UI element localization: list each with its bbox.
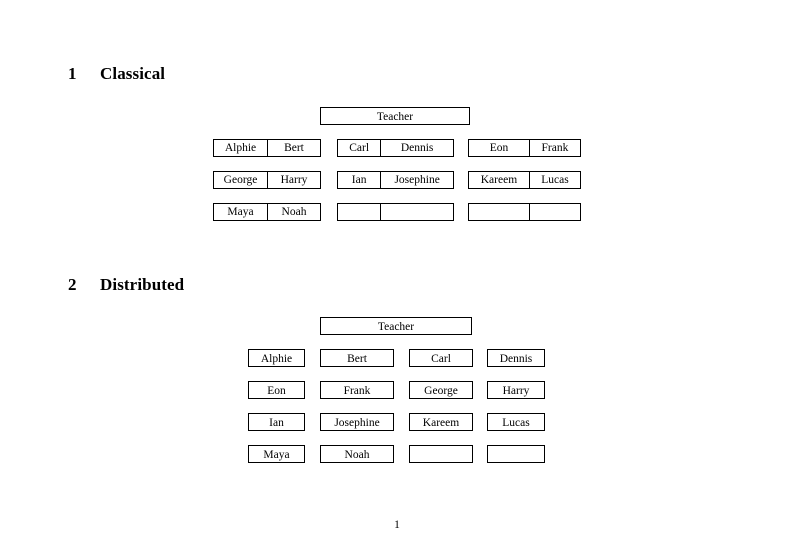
student-box: George xyxy=(409,381,473,399)
student-box: Carl xyxy=(409,349,473,367)
student-cell: Maya xyxy=(227,206,254,218)
section-title: Distributed xyxy=(100,275,185,294)
classical-group-1-row-2: George Harry xyxy=(213,171,321,189)
student-box-empty xyxy=(487,445,545,463)
teacher-box-classical: Teacher xyxy=(320,107,470,125)
student-box: Noah xyxy=(320,445,394,463)
student-box: Harry xyxy=(487,381,545,399)
student-cell-empty xyxy=(528,204,580,220)
student-cell: Kareem xyxy=(480,174,518,186)
page-number: 1 xyxy=(394,519,400,531)
classical-group-1-row-3: Maya Noah xyxy=(213,203,321,221)
student-cell: Alphie xyxy=(224,142,257,154)
section-number: 2 xyxy=(68,275,77,294)
student-cell: Noah xyxy=(266,204,320,220)
student-box: Dennis xyxy=(487,349,545,367)
classical-group-3-row-3 xyxy=(468,203,581,221)
student-cell-empty xyxy=(380,204,453,220)
classical-group-3-row-1: Eon Frank xyxy=(468,139,581,157)
student-cell: Josephine xyxy=(380,172,453,188)
student-cell-empty xyxy=(469,204,529,220)
student-cell: Harry xyxy=(266,172,320,188)
student-cell: Ian xyxy=(351,174,367,186)
classical-group-2-row-1: Carl Dennis xyxy=(337,139,454,157)
teacher-box-distributed: Teacher xyxy=(320,317,472,335)
student-box: Eon xyxy=(248,381,305,399)
student-cell: Bert xyxy=(266,140,320,156)
student-box: Alphie xyxy=(248,349,305,367)
student-box: Lucas xyxy=(487,413,545,431)
student-cell: Eon xyxy=(489,142,509,154)
student-box: Josephine xyxy=(320,413,394,431)
student-box: Maya xyxy=(248,445,305,463)
student-box: Ian xyxy=(248,413,305,431)
student-box: Frank xyxy=(320,381,394,399)
student-cell: Lucas xyxy=(528,172,580,188)
student-cell: George xyxy=(223,174,258,186)
student-cell-empty xyxy=(338,204,380,220)
section-number: 1 xyxy=(68,64,77,83)
classical-group-2-row-2: Ian Josephine xyxy=(337,171,454,189)
student-box: Bert xyxy=(320,349,394,367)
classical-group-1-row-1: Alphie Bert xyxy=(213,139,321,157)
student-cell: Frank xyxy=(528,140,580,156)
student-cell: Carl xyxy=(349,142,370,154)
section-title: Classical xyxy=(100,64,166,83)
student-box-empty xyxy=(409,445,473,463)
classical-group-3-row-2: Kareem Lucas xyxy=(468,171,581,189)
classical-group-2-row-3 xyxy=(337,203,454,221)
student-cell: Dennis xyxy=(380,140,453,156)
student-box: Kareem xyxy=(409,413,473,431)
section-heading-classical: 1 Classical xyxy=(68,64,165,84)
section-heading-distributed: 2 Distributed xyxy=(68,275,184,295)
